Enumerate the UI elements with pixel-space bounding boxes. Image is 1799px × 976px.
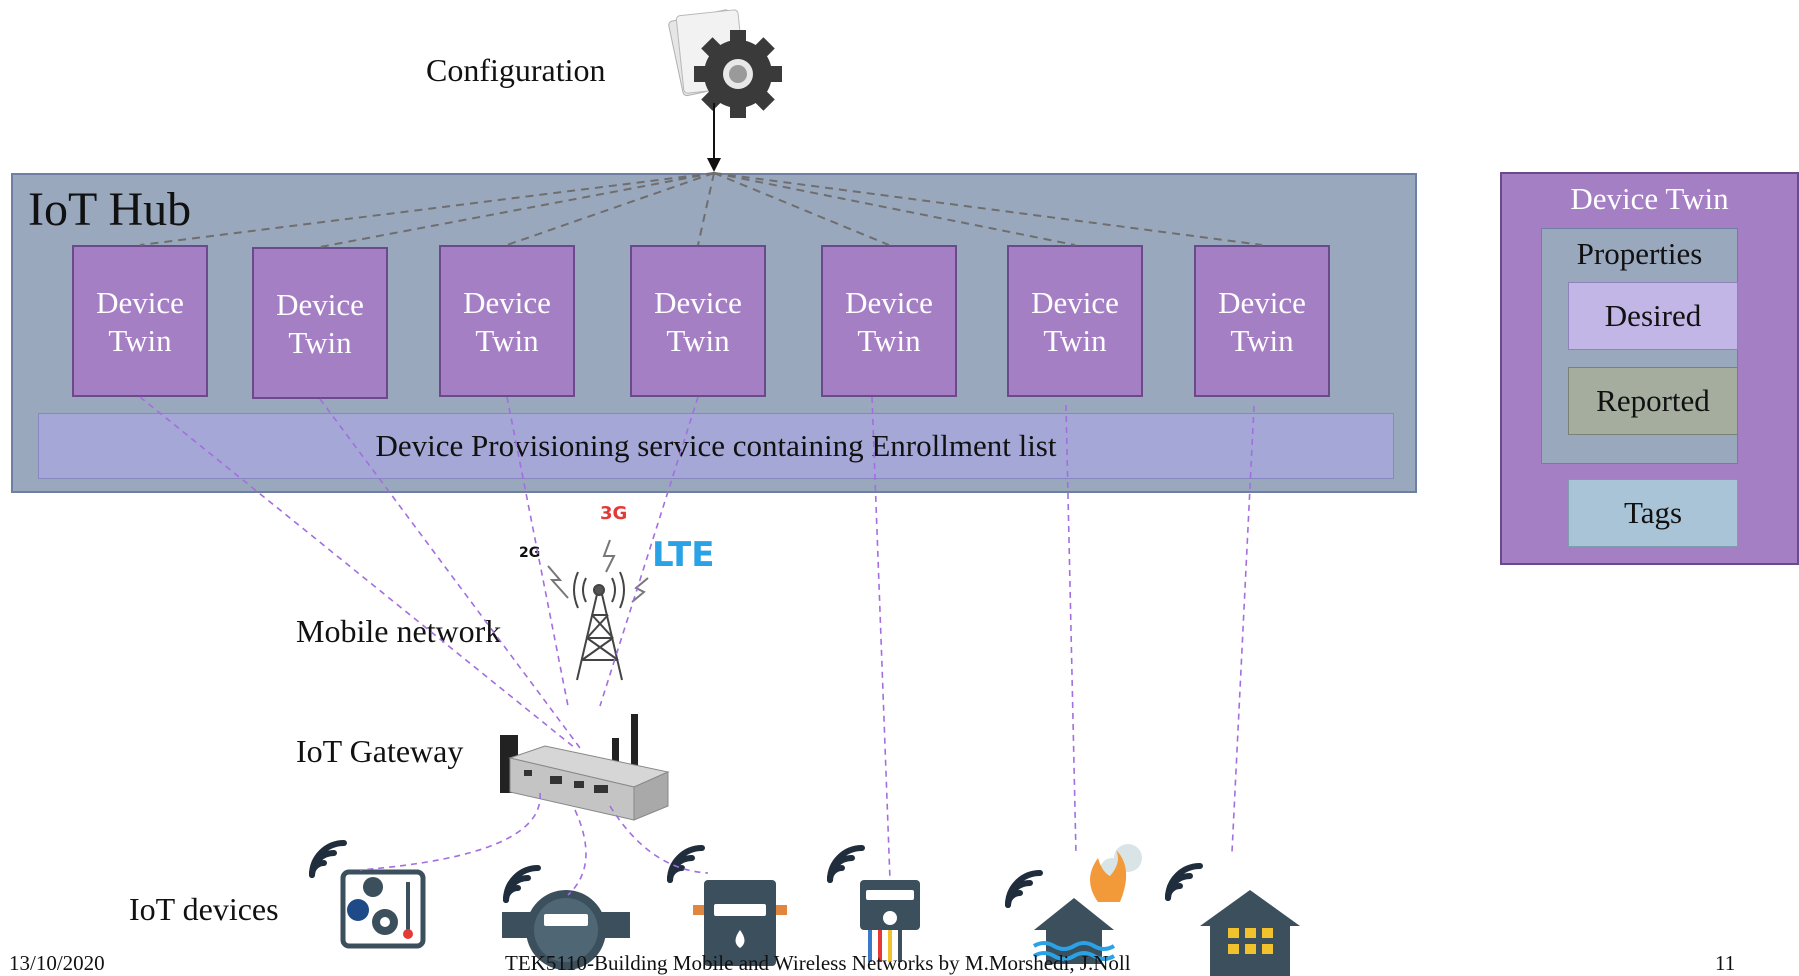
footer-page-number: 11 <box>1715 951 1736 975</box>
device-twin-2[interactable]: Device Twin <box>252 247 388 399</box>
device-twin-line1: Device <box>96 285 184 320</box>
device-twin-4[interactable]: Device Twin <box>630 245 766 397</box>
badge-2g: 2G <box>519 545 540 561</box>
device-twin-6[interactable]: Device Twin <box>1007 245 1143 397</box>
footer-date: 13/10/2020 <box>9 951 105 975</box>
smart-home-icon <box>1200 890 1300 976</box>
device-twin-line2: Twin <box>475 323 539 358</box>
iot-gateway-label: IoT Gateway <box>296 733 464 769</box>
wifi-icon <box>309 840 347 878</box>
wifi-icon <box>503 865 541 903</box>
device-twin-line2: Twin <box>857 323 921 358</box>
device-provisioning-service: Device Provisioning service containing E… <box>38 413 1394 479</box>
electric-meter-icon <box>860 880 920 962</box>
device-twin-line2: Twin <box>1043 323 1107 358</box>
config-arrow-head <box>707 158 721 172</box>
device-twin-line2: Twin <box>666 323 730 358</box>
tags-box: Tags <box>1568 479 1738 547</box>
wifi-icon <box>667 845 705 883</box>
desired-properties-box: Desired <box>1568 282 1738 350</box>
device-twin-line1: Device <box>1218 285 1306 320</box>
device-twin-5[interactable]: Device Twin <box>821 245 957 397</box>
device-twin-7[interactable]: Device Twin <box>1194 245 1330 397</box>
iot-devices-label: IoT devices <box>129 891 279 927</box>
device-twin-line2: Twin <box>288 325 352 360</box>
properties-title: Properties <box>1576 236 1703 271</box>
footer-course: TEK5110-Building Mobile and Wireless Net… <box>505 951 1131 975</box>
gear-config-icon <box>668 9 782 118</box>
cell-tower-icon <box>547 539 649 681</box>
badge-3g: 3G <box>600 503 627 524</box>
iot-hub-title: IoT Hub <box>28 183 192 236</box>
device-twin-line2: Twin <box>1230 323 1294 358</box>
wifi-icon <box>1165 863 1203 901</box>
reported-properties-box: Reported <box>1568 367 1738 435</box>
device-twin-line1: Device <box>463 285 551 320</box>
flood-fire-house-icon <box>1032 844 1142 964</box>
thermostat-icon <box>340 869 426 949</box>
device-twin-line2: Twin <box>108 323 172 358</box>
device-twin-3[interactable]: Device Twin <box>439 245 575 397</box>
device-twin-panel-title: Device Twin <box>1570 181 1729 216</box>
gateway-router-icon <box>500 714 670 821</box>
device-twin-1[interactable]: Device Twin <box>72 245 208 397</box>
device-twin-line1: Device <box>654 285 742 320</box>
badge-lte: LTE <box>652 535 714 575</box>
wifi-icon <box>1005 870 1043 908</box>
wifi-icon <box>827 845 865 883</box>
mobile-network-label: Mobile network <box>296 613 502 649</box>
device-twin-line1: Device <box>1031 285 1119 320</box>
device-twin-line1: Device <box>845 285 933 320</box>
configuration-label: Configuration <box>426 52 606 88</box>
device-twin-line1: Device <box>276 287 364 322</box>
